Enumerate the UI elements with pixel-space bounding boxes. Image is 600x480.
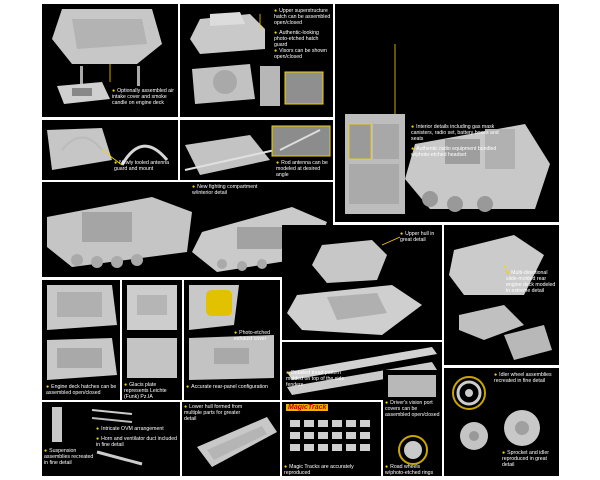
bullet-icon: ● [96,436,100,442]
bullet-icon: ● [411,124,415,130]
caption-fighting: ●New fighting compartment w/interior det… [192,184,258,196]
bullet-icon: ● [274,30,278,36]
panel-fighting-compartment: ●New fighting compartment w/interior det… [42,182,333,277]
panel-antenna-guard: ●Newly tooled antenna guard and mount [42,120,178,180]
bullet-icon: ● [400,231,404,237]
bullet-icon: ● [411,146,415,152]
panel-engine-deck: ●Multi-directional slide-molded rear eng… [444,225,559,365]
bullet-icon: ● [286,370,290,376]
caption-rear-panel: ●Accurate rear-panel configuration [186,384,268,390]
magic-tracks-illustration [290,420,370,451]
bullet-icon: ● [184,404,188,410]
caption-magic-tracks: ●Magic Tracks are accurately reproduced [284,464,354,476]
caption-hatch-1: ●Upper superstructure hatch can be assem… [274,8,331,26]
bullet-icon: ● [276,160,280,166]
bullet-icon: ● [96,426,100,432]
intake-cover-illustration [52,9,162,104]
glacis-illustration [127,285,177,378]
panel-engine-hatches: ●Engine deck hatches can be assembled op… [42,280,120,400]
caption-interior-1: ●Interior details including gas mask can… [411,124,499,142]
bullet-icon: ● [274,8,278,14]
bullet-icon: ● [385,400,389,406]
bullet-icon: ● [385,464,389,470]
bullet-icon: ● [124,382,128,388]
panel-lower-hull: ●Lower hull formed from multiple parts f… [182,402,280,476]
caption-tread: ●Detailed tread pattern molded on top of… [286,370,345,388]
caption-intake: ●Optionally assembled air intake cover a… [112,88,174,106]
bullet-icon: ● [274,48,278,54]
panel-superstructure-hatch: ●Upper superstructure hatch can be assem… [180,4,333,117]
panel-ovm: ●Intricate OVM arrangement ●Horn and ven… [42,402,180,476]
panel-glacis: ●Glacis plate represents Leichte (Funk) … [122,280,182,400]
caption-upper-hull: ●Upper hull in great detail [400,231,435,243]
bullet-icon: ● [112,88,116,94]
caption-horn: ●Horn and ventilator duct included in fi… [96,436,177,448]
caption-road-wheels: ●Road wheels w/photo-etched rings [385,464,434,476]
panel-intake-cover: ●Optionally assembled air intake cover a… [42,4,178,117]
panel-magic-tracks: MagicTrack ●Magic Tracks are accurately … [282,402,381,476]
caption-rod-antenna: ●Rod antenna can be modeled at desired a… [276,160,328,178]
bullet-icon: ● [506,270,510,276]
caption-suspension: ●Suspension assemblies recreated in fine… [44,448,94,466]
bullet-icon: ● [46,384,50,390]
bullet-icon: ● [284,464,288,470]
caption-hatch-3: ●Visors can be shown open/closed [274,48,327,60]
magic-track-logo: MagicTrack [286,404,329,411]
caption-idler: ●Idler wheel assemblies recreated in fin… [494,372,552,384]
caption-lower-hull: ●Lower hull formed from multiple parts f… [184,404,243,422]
bullet-icon: ● [192,184,196,190]
caption-antenna-guard: ●Newly tooled antenna guard and mount [114,160,170,172]
bullet-icon: ● [234,330,238,336]
bullet-icon: ● [44,448,48,454]
caption-ovm: ●Intricate OVM arrangement [96,426,164,432]
panel-interior: ●Interior details including gas mask can… [335,4,559,222]
bullet-icon: ● [186,384,190,390]
engine-deck-illustration [449,235,552,360]
caption-engine-deck: ●Multi-directional slide-molded rear eng… [506,270,556,294]
caption-hatch-2: ●Authentic-looking photo-etched hatch gu… [274,30,319,48]
panel-upper-hull: ●Upper hull in great detail [282,225,442,340]
caption-exhaust: ●Photo-etched exhaust cover [234,330,270,342]
interior-illustration [345,44,550,214]
lower-hull-illustration [197,417,277,467]
ovm-illustration [52,407,143,466]
caption-engine-hatches: ●Engine deck hatches can be assembled op… [46,384,117,396]
panel-rod-antenna: ●Rod antenna can be modeled at desired a… [180,120,333,180]
bullet-icon: ● [502,450,506,456]
bullet-icon: ● [114,160,118,166]
caption-vision-port: ●Driver's vision port covers can be asse… [385,400,440,418]
caption-interior-2: ●Authentic radio equipment bundled w/pho… [411,146,497,158]
upper-hull-illustration [287,236,422,335]
exhaust-illustration [189,285,274,380]
rod-antenna-illustration [184,125,331,175]
engine-hatches-illustration [47,285,117,380]
caption-sprocket: ●Sprocket and idler reproduced in great … [502,450,549,468]
antenna-guard-illustration [47,128,169,170]
panel-idler-wheels: ●Idler wheel assemblies recreated in fin… [444,368,559,476]
wheels-illustration [452,376,540,450]
vision-port-illustration [388,375,436,465]
panel-vision-port: ●Driver's vision port covers can be asse… [383,370,442,476]
hatch-illustration [190,12,324,106]
bullet-icon: ● [494,372,498,378]
panel-exhaust-rear: ●Photo-etched exhaust cover ●Accurate re… [184,280,280,400]
caption-glacis: ●Glacis plate represents Leichte (Funk) … [124,382,167,400]
